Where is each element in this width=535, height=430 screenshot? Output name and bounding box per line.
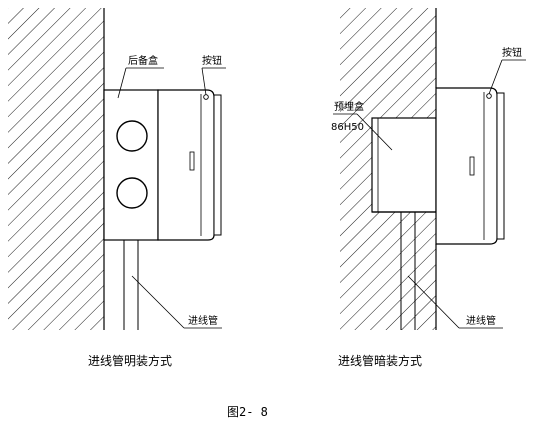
flush-mount-caption: 进线管暗装方式 <box>338 353 422 368</box>
left-conduit-label: 进线管 <box>188 314 218 327</box>
flush-mount-drawing: 预埋盒 86H50 按钮 进线管 进线管暗装方式 <box>331 8 526 368</box>
right-device-body <box>435 87 505 245</box>
box-model-label: 86H50 <box>331 122 364 133</box>
back-box-label: 后备盒 <box>128 54 158 67</box>
left-conduit <box>123 240 139 330</box>
right-conduit <box>400 212 416 330</box>
embedded-box-label: 预埋盒 <box>334 100 364 113</box>
device-body <box>157 89 222 241</box>
left-button-label: 按钮 <box>202 54 222 67</box>
back-box <box>103 89 159 241</box>
left-wall <box>8 8 104 330</box>
knockout-hole-bottom <box>116 177 148 209</box>
knockout-hole-top <box>116 120 148 152</box>
surface-mount-caption: 进线管明装方式 <box>88 353 172 368</box>
button-icon <box>203 94 209 100</box>
figure-caption: 图2- 8 <box>227 405 268 419</box>
right-button-label: 按钮 <box>502 46 522 59</box>
right-conduit-label: 进线管 <box>466 314 496 327</box>
surface-mount-drawing: 后备盒 按钮 进线管 进线管明装方式 <box>8 8 226 368</box>
right-button-icon <box>486 93 492 99</box>
embedded-box <box>371 117 437 213</box>
